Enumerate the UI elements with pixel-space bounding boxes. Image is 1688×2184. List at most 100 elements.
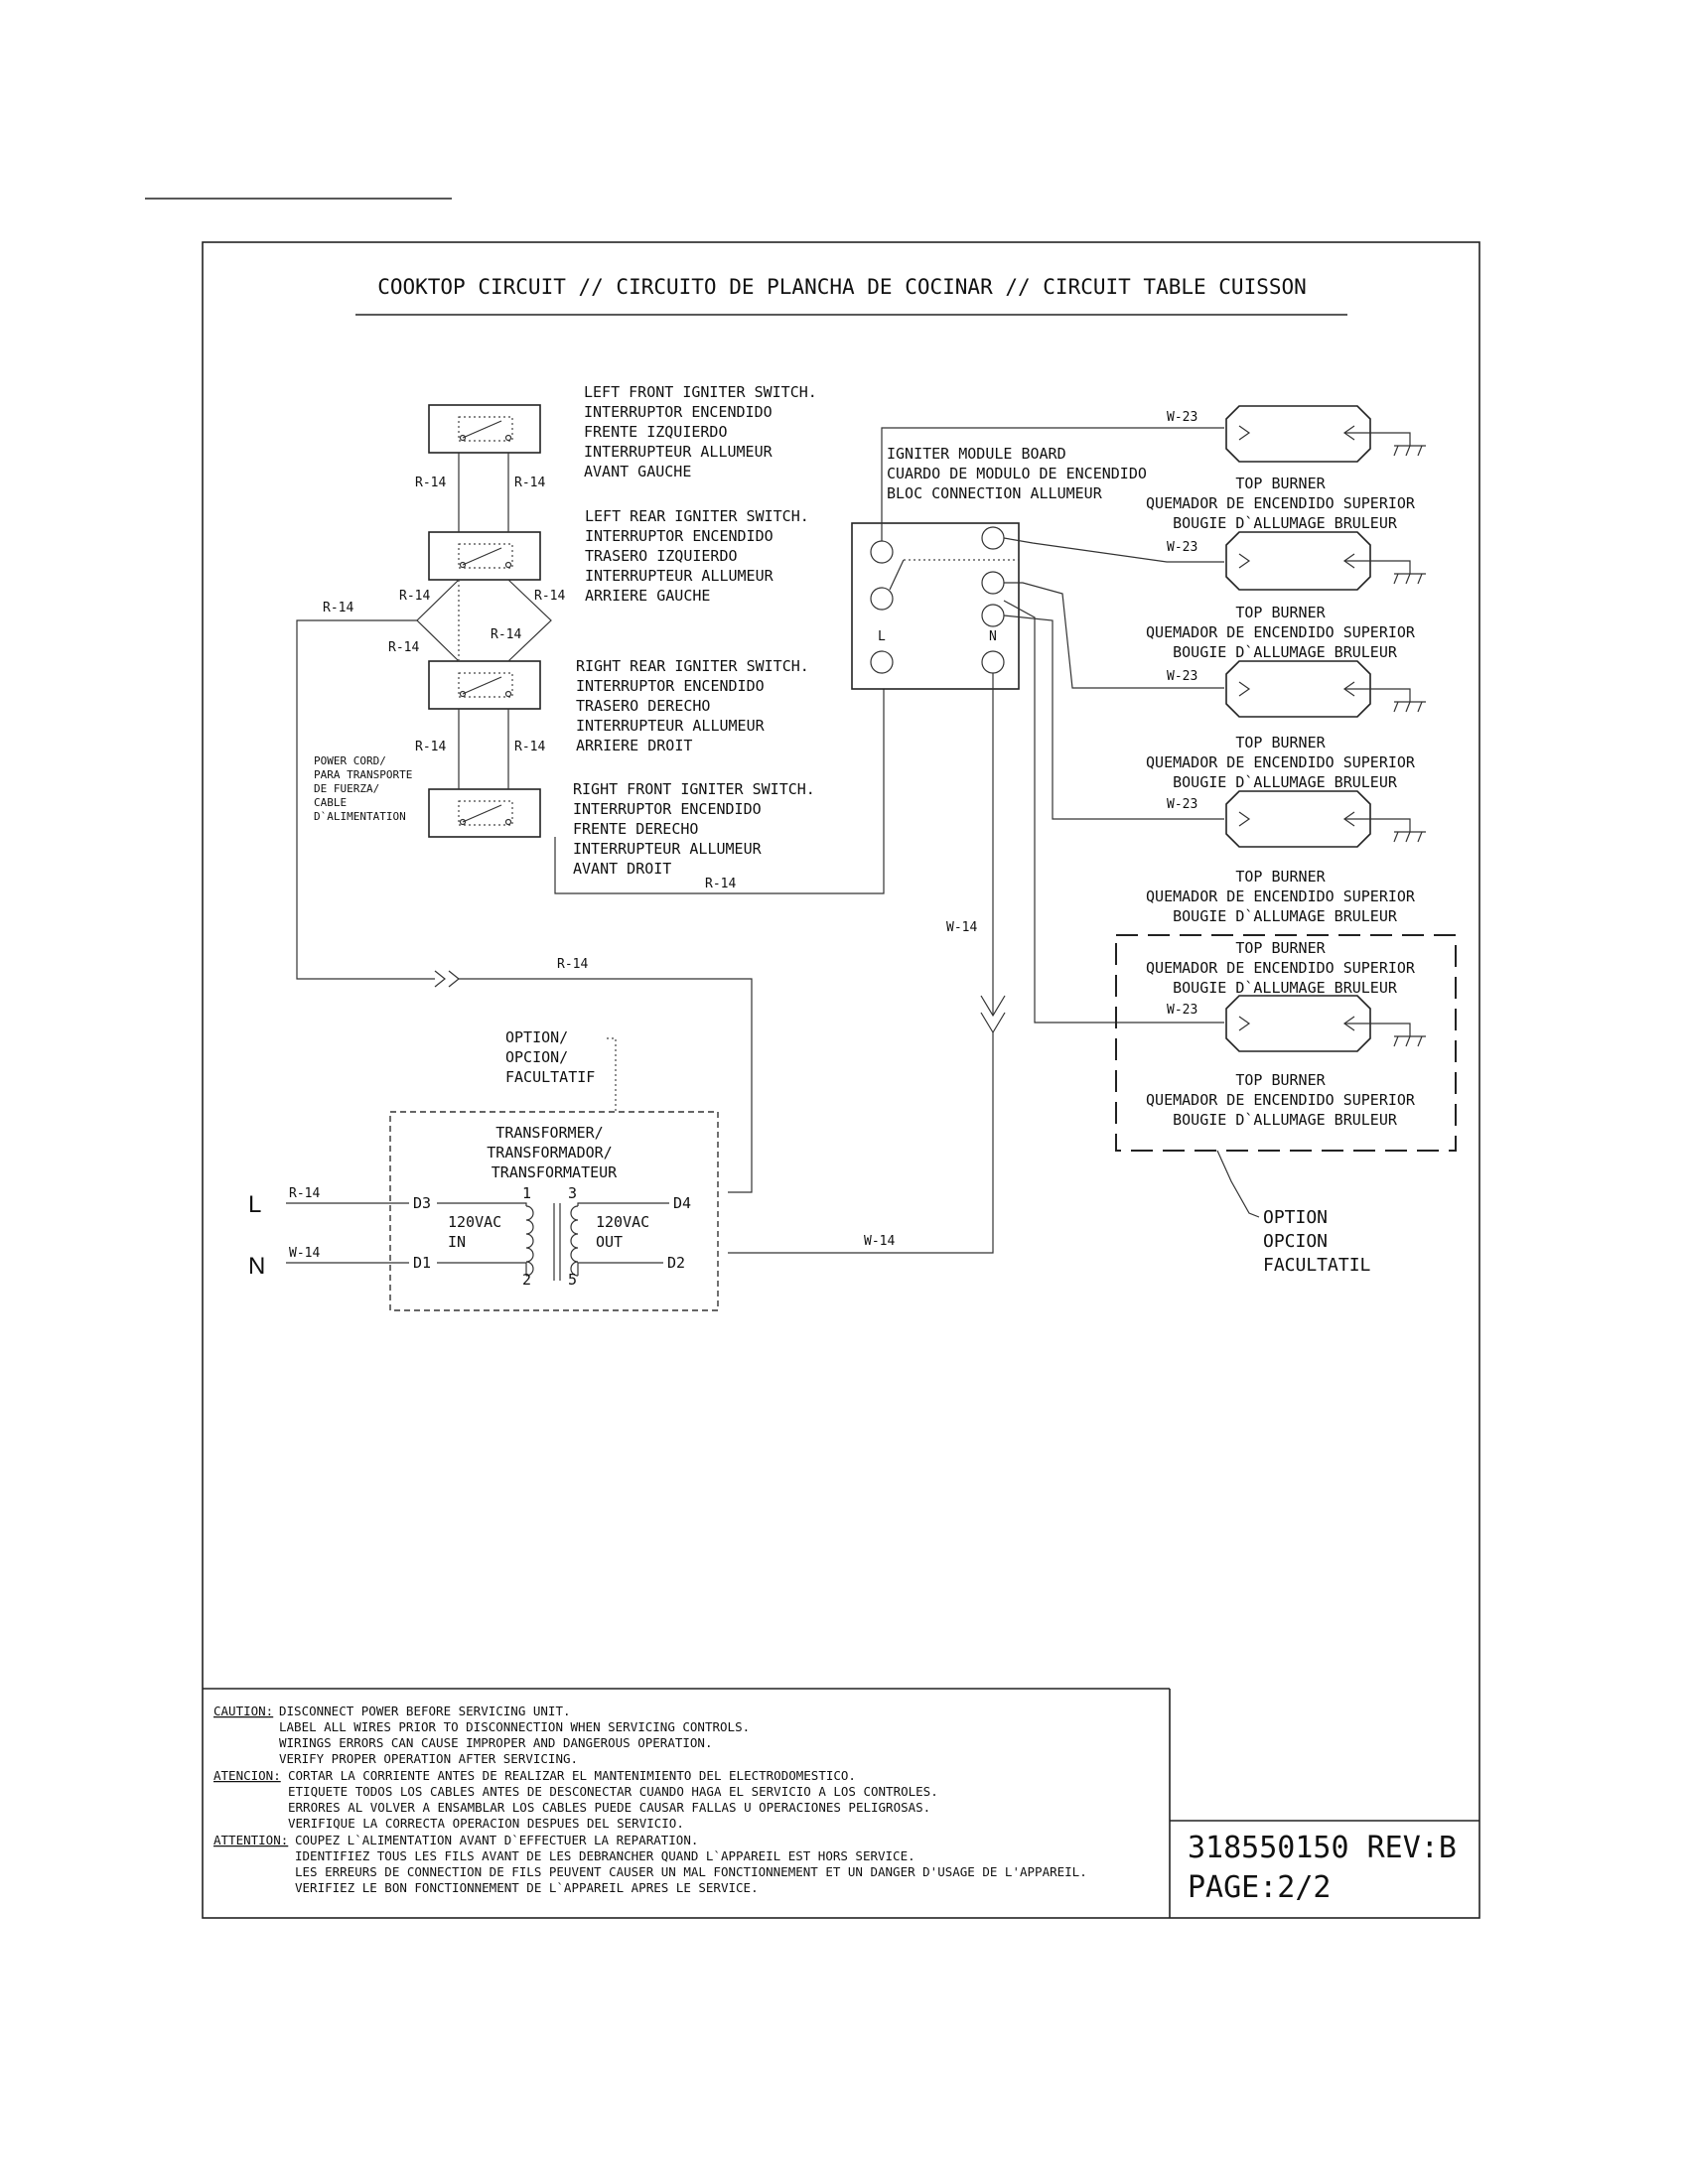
module-wires [728, 427, 1224, 1254]
burner-electrode [1225, 995, 1371, 1052]
wire-label-w23: W-23 [1167, 540, 1197, 555]
svg-text:D3: D3 [413, 1194, 431, 1212]
ground-symbols [1344, 432, 1426, 1047]
igniter-module-board [851, 522, 1020, 690]
module-terminal-l [870, 650, 894, 674]
transformer-coils [286, 1202, 669, 1281]
wire-label-r14: R-14 [705, 877, 736, 891]
burner-wire-labels: W-23 W-23 W-23 W-23 W-23 [1167, 410, 1197, 1018]
svg-text:VERIFY PROPER OPERATION AFTER: VERIFY PROPER OPERATION AFTER SERVICING. [279, 1751, 578, 1766]
svg-text:D1: D1 [413, 1254, 431, 1272]
svg-text:VERIFIQUE LA CORRECTA OPERACIO: VERIFIQUE LA CORRECTA OPERACION DESPUES … [288, 1816, 684, 1831]
wire-label-w14: W-14 [864, 1234, 895, 1249]
diagram-title: COOKTOP CIRCUIT // CIRCUITO DE PLANCHA D… [377, 275, 1307, 299]
switch-right-front [428, 788, 541, 838]
part-number: 318550150 REV:B [1188, 1831, 1457, 1865]
wire-label-r14: R-14 [289, 1186, 320, 1201]
svg-text:CORTAR LA CORRIENTE ANTES DE R: CORTAR LA CORRIENTE ANTES DE REALIZAR EL… [288, 1768, 856, 1783]
burner-electrode [1225, 660, 1371, 718]
switch-chain [296, 404, 885, 980]
page-number: PAGE:2/2 [1188, 1870, 1332, 1905]
atencion-heading: ATENCION: [213, 1768, 281, 1783]
line-l-label: L [248, 1191, 261, 1218]
wire-label-r14: R-14 [399, 589, 430, 604]
module-terminal [870, 540, 894, 564]
transformer-in-label: 120VAC IN [448, 1213, 510, 1251]
switch-right-rear-label: RIGHT REAR IGNITER SWITCH. INTERRUPTOR E… [576, 657, 818, 754]
wire-label-w23: W-23 [1167, 410, 1197, 425]
svg-text:D4: D4 [673, 1194, 691, 1212]
svg-text:IDENTIFIEZ TOUS LES FILS AVANT: IDENTIFIEZ TOUS LES FILS AVANT DE LES DE… [295, 1848, 915, 1863]
module-terminal [981, 526, 1005, 550]
svg-text:ETIQUETE TODOS LOS CABLES ANTE: ETIQUETE TODOS LOS CABLES ANTES DE DESCO… [288, 1784, 938, 1799]
module-terminals [870, 526, 1005, 674]
transformer-pins: 1 2 3 5 D3 D1 D4 D2 [413, 1184, 691, 1289]
wire-label-r14: R-14 [388, 640, 419, 655]
module-n-label: N [989, 629, 997, 644]
svg-text:D2: D2 [667, 1254, 685, 1272]
switch-left-rear [428, 531, 541, 581]
option-burner-label: OPTION OPCION FACULTATIL [1263, 1207, 1371, 1276]
ground-icon [1344, 560, 1426, 585]
option-transformer-label: OPTION/ OPCION/ FACULTATIF [505, 1028, 595, 1086]
optional-burner-box [1115, 934, 1457, 1152]
caution-heading: CAUTION: [213, 1704, 273, 1718]
burner-label: TOP BURNER QUEMADOR DE ENCENDIDO SUPERIO… [1146, 734, 1424, 791]
drawing-frame [202, 241, 1480, 1919]
burner-electrode [1225, 790, 1371, 848]
wire-label-r14: R-14 [491, 627, 521, 642]
module-l-label: L [878, 629, 886, 644]
transformer-out-label: 120VAC OUT [596, 1213, 658, 1251]
burner-label: TOP BURNER QUEMADOR DE ENCENDIDO SUPERIO… [1146, 939, 1424, 997]
power-cord-label: POWER CORD/ PARA TRANSPORTE DE FUERZA/ C… [314, 754, 419, 823]
caution-text: CAUTION: DISCONNECT POWER BEFORE SERVICI… [213, 1704, 1087, 1895]
burner-label: TOP BURNER QUEMADOR DE ENCENDIDO SUPERIO… [1146, 475, 1424, 532]
svg-text:VERIFIEZ LE BON FONCTIONNEMENT: VERIFIEZ LE BON FONCTIONNEMENT DE L`APPA… [295, 1880, 759, 1895]
switch-wire-labels: R-14 R-14 R-14 R-14 R-14 R-14 R-14 R-14 … [323, 476, 736, 972]
module-terminal-n [981, 650, 1005, 674]
burner-label: TOP BURNER QUEMADOR DE ENCENDIDO SUPERIO… [1146, 868, 1424, 925]
burner-electrode [1225, 405, 1371, 463]
wire-label-w23: W-23 [1167, 1003, 1197, 1018]
ground-icon [1344, 1023, 1426, 1047]
burner-electrode [1225, 531, 1371, 591]
module-terminal [981, 571, 1005, 595]
module-terminal [870, 587, 894, 611]
svg-text:5: 5 [568, 1271, 577, 1289]
module-jumper [889, 559, 905, 591]
switch-right-rear [428, 660, 541, 710]
svg-text:3: 3 [568, 1184, 577, 1202]
transformer-box [389, 1111, 719, 1311]
wire-label-r14: R-14 [557, 957, 588, 972]
switch-right-front-label: RIGHT FRONT IGNITER SWITCH. INTERRUPTOR … [573, 780, 824, 878]
wire-label-w14: W-14 [289, 1246, 320, 1261]
wire-label-r14: R-14 [415, 740, 446, 754]
transformer-label: TRANSFORMER/ TRANSFORMADOR/ TRANSFORMATE… [487, 1124, 621, 1181]
svg-text:ERRORES AL VOLVER A ENSAMBLAR: ERRORES AL VOLVER A ENSAMBLAR LOS CABLES… [288, 1800, 930, 1815]
burners [1225, 405, 1371, 1052]
svg-text:COUPEZ L`ALIMENTATION AVANT D`: COUPEZ L`ALIMENTATION AVANT D`EFFECTUER … [295, 1833, 698, 1847]
ground-icon [1344, 688, 1426, 713]
svg-text:2: 2 [522, 1271, 531, 1289]
wire-label-r14: R-14 [534, 589, 565, 604]
module-terminal [981, 604, 1005, 627]
switch-left-front-label: LEFT FRONT IGNITER SWITCH. INTERRUPTOR E… [584, 383, 826, 480]
switch-left-front [428, 404, 541, 454]
svg-text:1: 1 [522, 1184, 531, 1202]
neutral-n-label: N [248, 1253, 265, 1280]
wire-label-r14: R-14 [514, 476, 545, 490]
wire-label-w14: W-14 [946, 920, 977, 935]
switch-left-rear-label: LEFT REAR IGNITER SWITCH. INTERRUPTOR EN… [585, 507, 818, 605]
wire-label-w23: W-23 [1167, 797, 1197, 812]
ground-icon [1344, 818, 1426, 843]
wire-label-r14: R-14 [514, 740, 545, 754]
ground-icon [1344, 432, 1426, 457]
module-label: IGNITER MODULE BOARD CUARDO DE MODULO DE… [887, 445, 1156, 502]
wire-label-w23: W-23 [1167, 669, 1197, 684]
burner-label: TOP BURNER QUEMADOR DE ENCENDIDO SUPERIO… [1146, 1071, 1424, 1129]
wire-label-r14: R-14 [323, 601, 353, 615]
svg-text:LABEL ALL WIRES PRIOR TO DISCO: LABEL ALL WIRES PRIOR TO DISCONNECTION W… [279, 1719, 750, 1734]
wire-label-r14: R-14 [415, 476, 446, 490]
svg-text:WIRINGS ERRORS CAN CAUSE IMPRO: WIRINGS ERRORS CAN CAUSE IMPROPER AND DA… [279, 1735, 713, 1750]
r14-connector [434, 970, 753, 1193]
